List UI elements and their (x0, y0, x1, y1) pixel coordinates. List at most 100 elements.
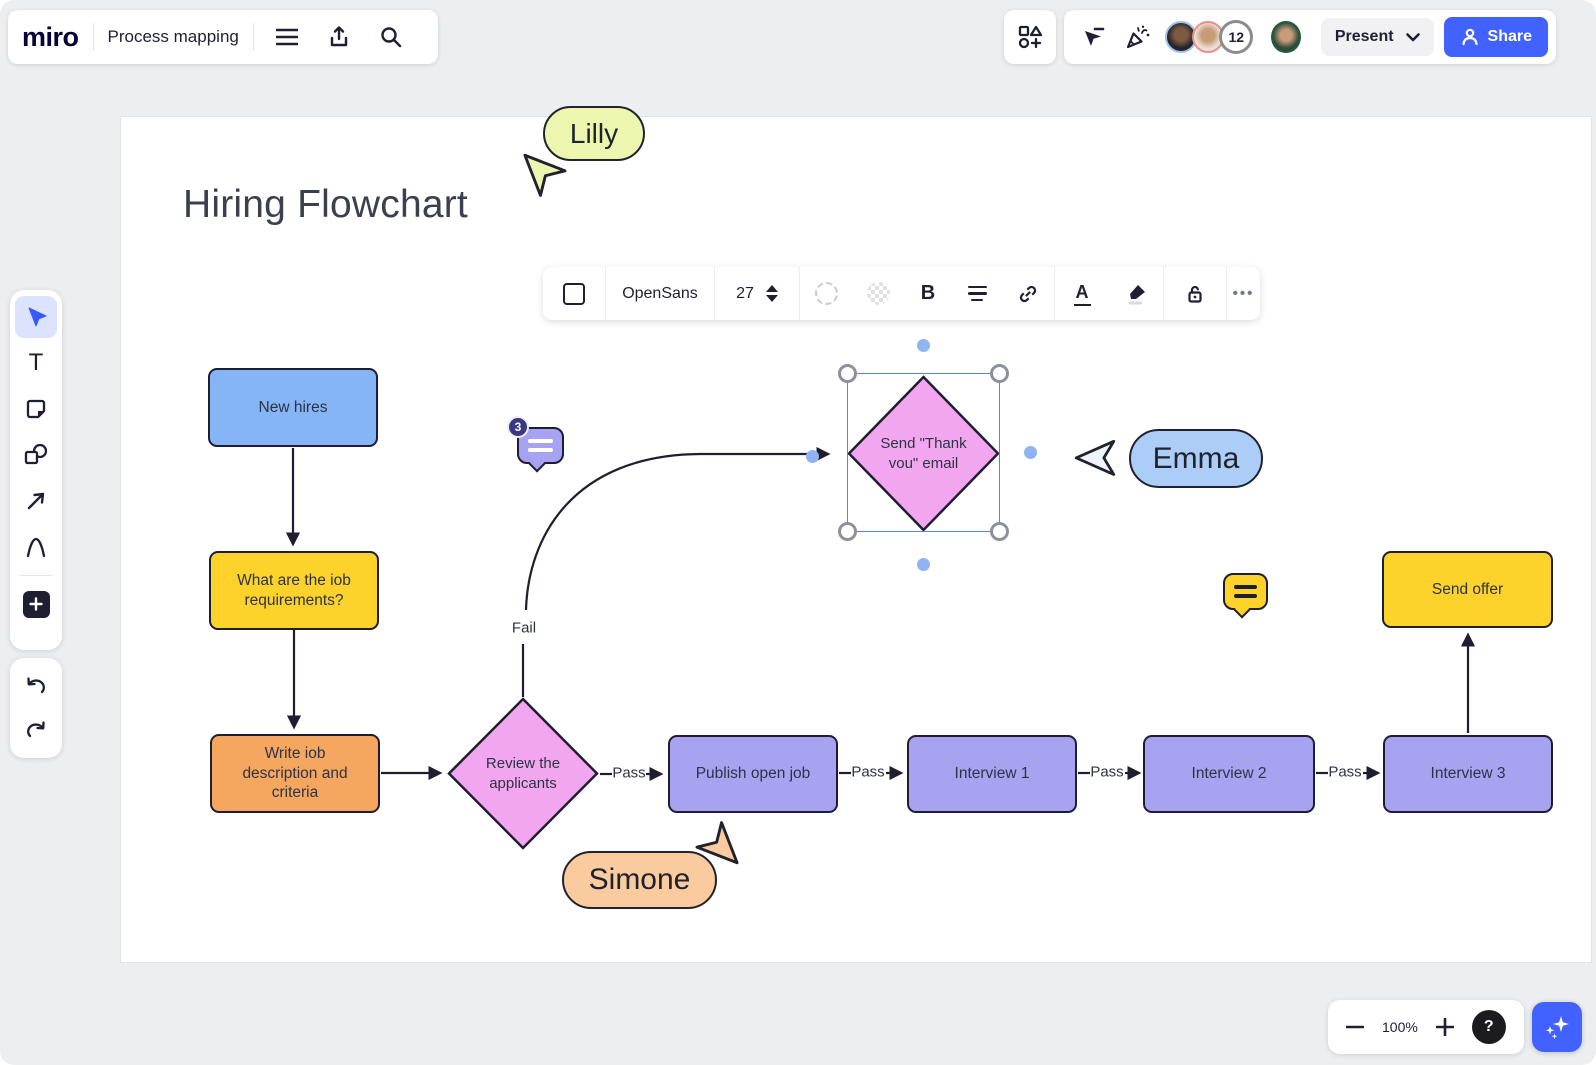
collaborator-name: Emma (1152, 441, 1240, 475)
node-label: Review the applicants (485, 755, 561, 792)
shape-style-button[interactable] (543, 267, 605, 320)
export-icon (330, 26, 348, 47)
avatar[interactable] (1192, 21, 1225, 53)
collaborator-name: Simone (588, 863, 691, 896)
ai-assistant-button[interactable] (1532, 1002, 1582, 1052)
history-rail (10, 658, 62, 758)
divider (92, 23, 94, 51)
person-icon (1461, 28, 1478, 46)
redo-button[interactable] (15, 710, 57, 750)
more-options-button[interactable]: ••• (1227, 267, 1260, 320)
share-button[interactable]: Share (1443, 17, 1549, 57)
font-family-select[interactable]: OpenSans (606, 267, 714, 320)
connector-dot-right[interactable] (1024, 446, 1037, 459)
comment-count-badge: 3 (507, 416, 529, 438)
comment-thread-yellow[interactable] (1223, 573, 1268, 619)
arrow-tool[interactable] (15, 480, 57, 522)
cursor-label-lilly: Lilly (543, 106, 645, 161)
zoom-level[interactable]: 100% (1382, 1019, 1418, 1035)
divider (252, 23, 254, 51)
highlight-button[interactable] (1109, 267, 1163, 320)
selection-handle-ne[interactable] (990, 364, 1009, 383)
comment-thread-purple[interactable]: 3 (507, 416, 564, 473)
text-tool[interactable]: T (15, 342, 57, 384)
link-button[interactable] (1002, 267, 1054, 320)
border-color-button[interactable] (800, 267, 852, 320)
node-publish-open-job[interactable]: Publish open job (668, 735, 838, 813)
pen-icon (26, 537, 46, 558)
selection-box[interactable] (838, 364, 1009, 541)
edge-label-pass-2: Pass (851, 763, 885, 781)
shapes-tool[interactable] (15, 434, 57, 476)
sticky-note-tool[interactable] (15, 388, 57, 430)
zoom-in-button[interactable] (1432, 1008, 1458, 1046)
node-label: Publish open job (695, 765, 811, 783)
decrease-font-icon[interactable] (765, 295, 778, 302)
node-interview-3[interactable]: Interview 3 (1383, 735, 1553, 813)
cursor-emma-icon (1074, 438, 1116, 480)
reactions-button[interactable] (1121, 18, 1156, 56)
align-center-icon (967, 285, 987, 302)
avatar-stack[interactable]: 12 (1165, 20, 1254, 54)
bold-button[interactable]: B (904, 267, 952, 320)
widgets-panel-button[interactable] (1004, 10, 1056, 64)
node-label: Send "Thank vou" email (880, 435, 967, 472)
selection-handle-nw[interactable] (838, 364, 857, 383)
shapes-icon (24, 443, 48, 465)
node-interview-2[interactable]: Interview 2 (1143, 735, 1315, 813)
header-bar: miro Process mapping (8, 10, 438, 64)
connector-dot-bottom[interactable] (917, 558, 930, 571)
node-label: Write iob description and criteria (242, 744, 348, 802)
edge-label-pass-3: Pass (1090, 763, 1124, 781)
node-send-thank-you[interactable]: Send "Thank vou" email (847, 375, 1000, 532)
diamond-shape (447, 697, 599, 850)
divider (714, 267, 715, 320)
fill-color-button[interactable] (852, 267, 904, 320)
node-write-job-description[interactable]: Write iob description and criteria (210, 734, 380, 813)
connector-dot-left[interactable] (806, 450, 819, 463)
zoom-out-button[interactable] (1342, 1008, 1368, 1046)
frame-title[interactable]: Hiring Flowchart (183, 183, 468, 226)
board-frame[interactable] (120, 116, 1592, 963)
search-button[interactable] (372, 18, 410, 56)
select-tool[interactable] (15, 296, 57, 338)
lock-button[interactable] (1164, 267, 1226, 320)
edge-label-fail: Fail (511, 619, 537, 637)
font-size-control[interactable]: 27 (715, 267, 799, 320)
undo-icon (27, 677, 45, 694)
more-tools-button[interactable] (15, 583, 57, 625)
main-menu-button[interactable] (268, 18, 306, 56)
pen-tool[interactable] (15, 526, 57, 568)
node-label: Interview 1 (954, 765, 1030, 783)
divider (1163, 267, 1164, 320)
collaboration-bar: 12 Present Share (1064, 10, 1556, 64)
avatar[interactable] (1165, 21, 1198, 53)
node-send-offer[interactable]: Send offer (1382, 551, 1553, 628)
increase-font-icon[interactable] (765, 285, 778, 292)
bold-icon: B (920, 282, 936, 304)
node-review-applicants[interactable]: Review the applicants (447, 697, 599, 850)
selection-handle-sw[interactable] (838, 522, 857, 541)
board-title[interactable]: Process mapping (107, 27, 239, 46)
connector-dot-top[interactable] (917, 339, 930, 352)
text-align-button[interactable] (952, 267, 1002, 320)
avatar-current-user[interactable] (1271, 21, 1301, 53)
minus-icon (1346, 1025, 1364, 1029)
divider (19, 575, 53, 576)
miro-logo[interactable]: miro (22, 21, 79, 52)
participant-count[interactable]: 12 (1219, 20, 1254, 54)
node-interview-1[interactable]: Interview 1 (907, 735, 1077, 813)
present-button[interactable]: Present (1320, 18, 1434, 56)
hide-cursors-button[interactable] (1076, 18, 1111, 56)
text-color-button[interactable]: A (1055, 267, 1109, 320)
help-button[interactable]: ? (1471, 1010, 1506, 1044)
border-color-swatch-icon (814, 282, 838, 305)
selection-handle-se[interactable] (990, 522, 1009, 541)
undo-button[interactable] (15, 666, 57, 706)
lock-open-icon (1188, 285, 1202, 303)
text-color-icon: A (1073, 282, 1091, 306)
export-button[interactable] (320, 18, 358, 56)
node-job-requirements[interactable]: What are the iob requirements? (209, 551, 379, 630)
node-new-hires[interactable]: New hires (208, 368, 378, 447)
edge-label-pass-1: Pass (612, 764, 646, 782)
